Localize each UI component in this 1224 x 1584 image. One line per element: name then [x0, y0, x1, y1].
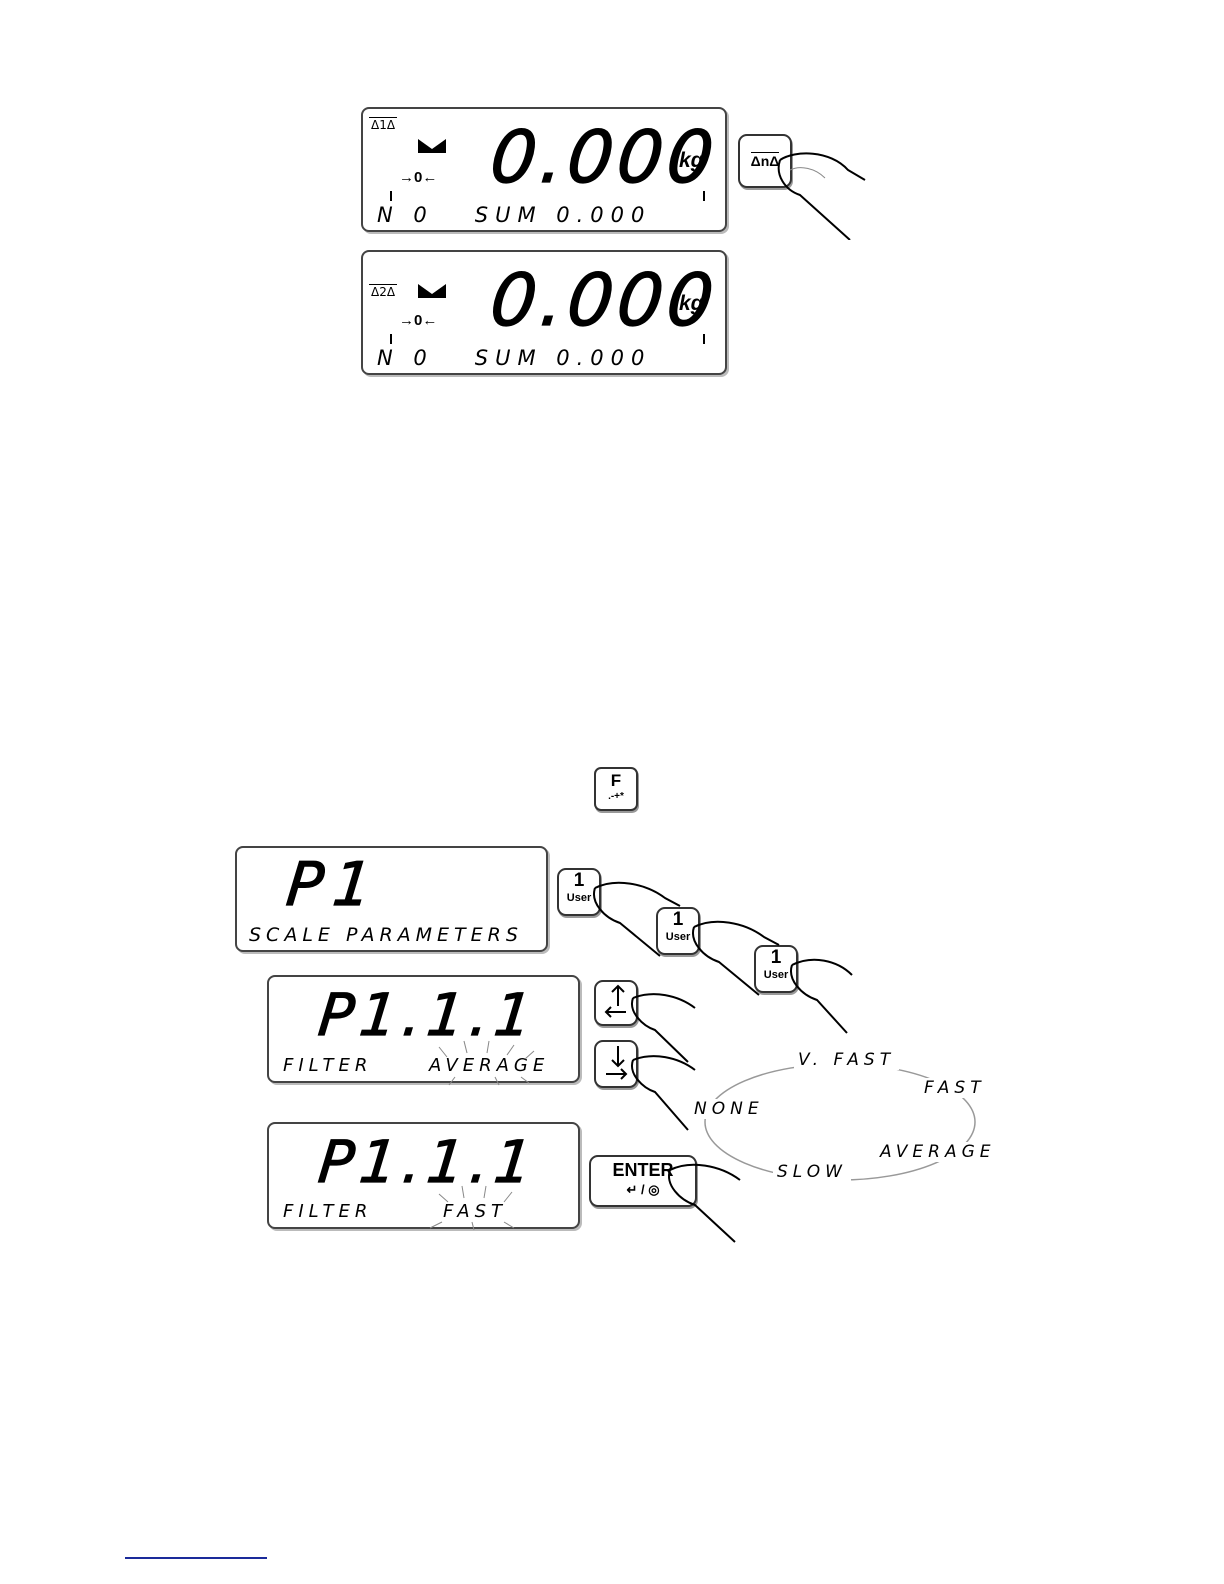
- f-function-button[interactable]: F .-+*: [594, 767, 638, 811]
- enter-arrow-icon: ↵: [626, 1182, 637, 1197]
- unit-label: kg: [679, 292, 704, 316]
- platform-1-icon: Δ1Δ: [369, 117, 397, 132]
- bargraph-left-tick: [390, 334, 392, 344]
- finger-icon: [585, 878, 685, 958]
- bargraph-right-tick: [703, 334, 705, 344]
- menu-parameter-name: FILTER: [283, 1055, 372, 1076]
- menu-title: SCALE PARAMETERS: [249, 924, 523, 946]
- cycle-option-average: AVERAGE: [876, 1142, 1000, 1162]
- bottom-line: N 0 SUM 0.000: [377, 203, 651, 227]
- bottom-line: N 0 SUM 0.000: [377, 346, 651, 370]
- unit-label: kg: [679, 149, 704, 173]
- cycle-option-vfast: V. FAST: [794, 1050, 899, 1070]
- cycle-option-slow: SLOW: [773, 1162, 851, 1182]
- cycle-option-fast: FAST: [920, 1078, 990, 1098]
- platform-2-icon: Δ2Δ: [369, 284, 397, 299]
- bargraph-right-tick: [703, 191, 705, 201]
- footnote-link-underline[interactable]: [125, 1557, 267, 1559]
- finger-icon: [660, 1160, 750, 1245]
- lcd-menu-p111-fast: P1.1.1 FILTER FAST: [267, 1122, 580, 1229]
- finger-icon: [770, 140, 870, 240]
- zero-indicator: →0←: [399, 169, 437, 186]
- zero-indicator: →0←: [399, 312, 437, 329]
- platform-number: 2: [379, 285, 387, 299]
- blink-rays-icon: [419, 1037, 549, 1087]
- stability-icon: [418, 139, 446, 153]
- f-key-label: F: [596, 771, 636, 791]
- finger-icon: [782, 955, 862, 1035]
- blink-rays-icon: [424, 1182, 524, 1232]
- cycle-option-none: NONE: [690, 1099, 768, 1119]
- finger-icon: [684, 917, 784, 997]
- platform-number: 1: [379, 118, 387, 132]
- menu-parameter-name: FILTER: [283, 1201, 372, 1222]
- finger-icon: [623, 1052, 703, 1132]
- zero-target-icon: ◎: [648, 1182, 659, 1197]
- lcd-display-platform-1: Δ1Δ →0← 0.000 kg N 0 SUM 0.000: [361, 107, 727, 232]
- f-key-sub-label: .-+*: [596, 791, 636, 803]
- enter-key-separator: /: [641, 1182, 645, 1197]
- lcd-menu-p111-average: P1.1.1 FILTER AVERAGE: [267, 975, 580, 1083]
- lcd-menu-p1: P1 SCALE PARAMETERS: [235, 846, 548, 952]
- bargraph-left-tick: [390, 191, 392, 201]
- menu-code: P1: [283, 850, 385, 920]
- lcd-display-platform-2: Δ2Δ →0← 0.000 kg N 0 SUM 0.000: [361, 250, 727, 375]
- stability-icon: [418, 284, 446, 298]
